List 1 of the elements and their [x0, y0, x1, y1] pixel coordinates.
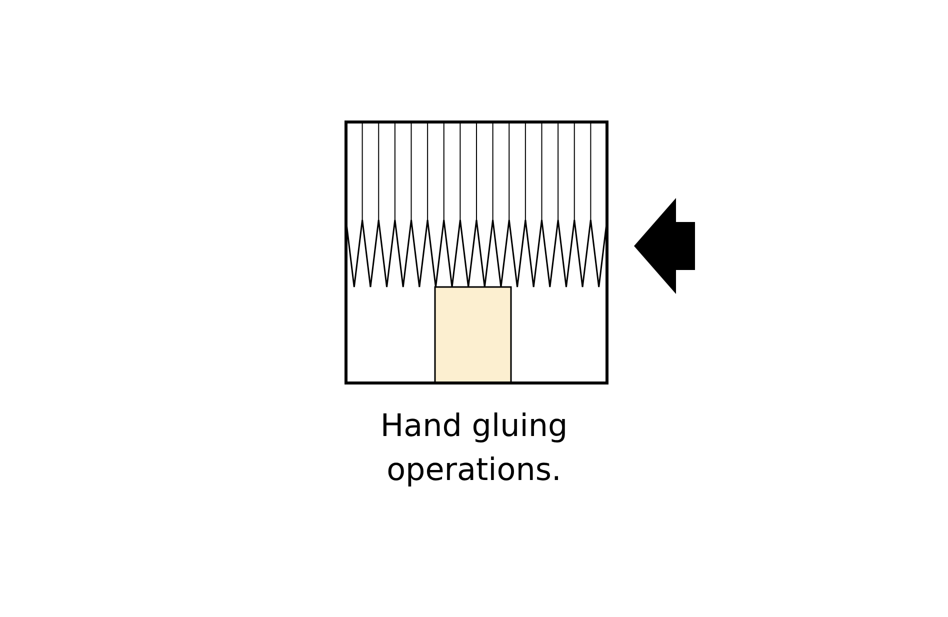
caption: Hand gluing operations. — [379, 407, 569, 490]
